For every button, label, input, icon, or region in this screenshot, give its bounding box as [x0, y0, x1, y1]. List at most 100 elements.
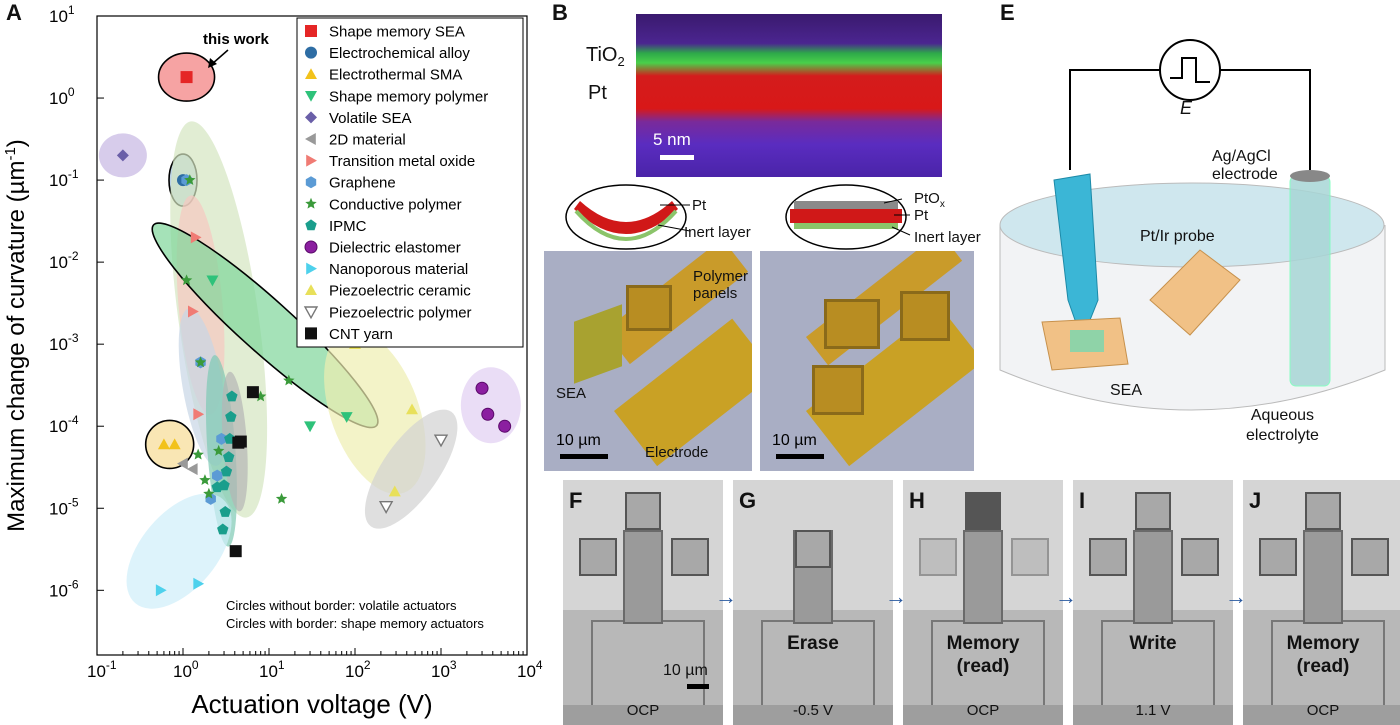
point-9-6	[219, 506, 231, 517]
legend-label-1: Electrochemical alloy	[329, 45, 470, 62]
panel-label-e: E	[1000, 0, 1015, 25]
legend-label-14: CNT yarn	[329, 326, 393, 343]
chart-note-1: Circles with border: shape memory actuat…	[226, 616, 484, 631]
eds-map-image	[636, 14, 942, 177]
point-8-0	[184, 174, 196, 185]
frame-g	[733, 480, 893, 725]
setup-electrolyte-label: Aqueous electrolyte	[1246, 407, 1319, 444]
point-11-0	[155, 584, 167, 597]
panel-label-g: G	[739, 488, 757, 513]
setup-sea-label: SEA	[1110, 382, 1143, 399]
eds-scale-bar	[660, 155, 694, 160]
point-14-3	[229, 545, 242, 558]
point-9-3	[223, 451, 235, 462]
x-tick-label-3: 102	[345, 658, 371, 681]
sem-c-scale-label: 10 µm	[556, 432, 601, 449]
frame-h-potential-label: OCP	[966, 702, 1000, 719]
sem-c-pt-label: Pt	[692, 197, 707, 214]
electrochemical-setup-diagram	[999, 39, 1386, 411]
y-tick-label-0: 101	[49, 3, 75, 26]
frame-f-scale-bar	[687, 684, 709, 689]
point-12-2	[388, 485, 401, 497]
x-tick-label-5: 104	[517, 658, 543, 681]
point-9-0	[226, 390, 238, 402]
point-8-6	[212, 444, 225, 456]
point-6-0	[190, 231, 202, 244]
sem-d-scale-bar	[776, 454, 824, 459]
legend-label-3: Shape memory polymer	[329, 88, 488, 105]
point-6-1	[187, 305, 199, 318]
sem-d-pt-label: Pt	[914, 207, 929, 224]
point-13-1	[378, 501, 394, 514]
sem-c-inert-label: Inert layer	[684, 224, 751, 241]
point-6-2	[193, 408, 205, 421]
point-7-2	[212, 469, 223, 482]
legend-marker-11	[306, 262, 317, 275]
y-tick-label-2: 10-1	[49, 167, 79, 190]
x-tick-label-2: 101	[259, 658, 285, 681]
panel-label-j: J	[1249, 488, 1262, 513]
group-ellipse-10	[126, 493, 232, 609]
point-8-1	[180, 274, 193, 286]
chart-note-0: Circles without border: volatile actuato…	[226, 598, 457, 613]
legend-marker-1	[305, 46, 317, 59]
setup-agcl-label: Ag/AgCl electrode	[1212, 148, 1278, 183]
legend-marker-9	[305, 219, 317, 231]
point-3-1	[304, 421, 317, 433]
frame-h-state-label: Memory (read)	[946, 633, 1020, 677]
sem-c-electrode-label: Electrode	[645, 444, 709, 461]
legend-marker-13	[303, 306, 319, 320]
legend-marker-6	[306, 154, 317, 167]
sem-d-scale-label: 10 µm	[772, 432, 817, 449]
sem-image-d	[760, 251, 974, 471]
sem-c-polymer-label: Polymer panels	[693, 268, 749, 302]
sem-c-scale-bar	[560, 454, 608, 459]
legend-label-12: Piezoelectric ceramic	[329, 283, 471, 300]
point-3-2	[340, 412, 353, 423]
eds-pt-label: Pt	[588, 82, 607, 104]
legend-label-0: Shape memory SEA	[329, 24, 465, 41]
point-4-0	[116, 149, 129, 162]
frame-j-potential-label: OCP	[1306, 702, 1340, 719]
legend-marker-2	[305, 68, 317, 79]
legend-marker-5	[305, 133, 316, 145]
point-9-7	[217, 523, 229, 535]
x-tick-label-4: 103	[431, 658, 457, 681]
x-tick-label-0: 10-1	[87, 658, 117, 681]
y-tick-label-1: 100	[49, 85, 75, 108]
point-5-1	[186, 463, 198, 476]
point-10-1	[481, 407, 495, 421]
group-ellipse-3	[144, 419, 195, 470]
panel-label-b: B	[552, 0, 568, 25]
sem-d-inset	[785, 184, 911, 250]
sem-c-inset	[565, 184, 691, 250]
legend-marker-3	[305, 91, 317, 102]
frame-g-state-label: Erase	[787, 633, 839, 654]
frame-i-state-label: Write	[1129, 633, 1177, 654]
this-work-arrow	[211, 49, 229, 65]
legend-marker-10	[304, 240, 318, 254]
point-8-4	[199, 474, 211, 486]
this-work-arrowhead	[208, 58, 217, 68]
sem-d-ptox-label: PtOx	[914, 190, 945, 210]
legend-label-13: Piezoelectric polymer	[329, 304, 472, 321]
y-tick-label-5: 10-4	[49, 413, 79, 436]
point-10-0	[475, 381, 489, 395]
legend-marker-0	[305, 25, 317, 37]
legend-marker-14	[305, 327, 317, 340]
sem-image-c	[544, 251, 752, 471]
point-11-1	[193, 577, 205, 590]
point-2-1	[168, 438, 181, 450]
frame-f-potential-label: OCP	[626, 702, 660, 719]
sequence-arrow-2: →	[1055, 584, 1077, 609]
frame-g-potential-label: -0.5 V	[792, 702, 834, 719]
x-axis-label: Actuation voltage (V)	[191, 689, 432, 719]
point-8-5	[203, 487, 215, 499]
legend-marker-4	[305, 111, 317, 124]
point-8-9	[275, 492, 288, 504]
frame-i	[1073, 480, 1233, 725]
y-tick-label-7: 10-6	[49, 577, 79, 600]
setup-e-label: E	[1180, 98, 1193, 118]
point-7-4	[216, 432, 227, 445]
